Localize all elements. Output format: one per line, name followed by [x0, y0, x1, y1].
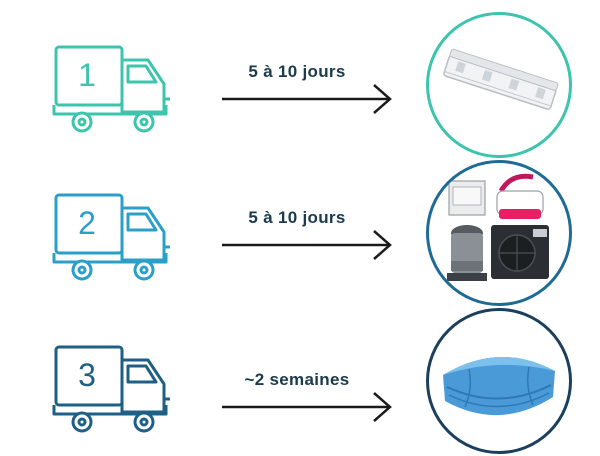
- pool-liner-icon: [443, 356, 555, 416]
- step-number: 1: [78, 56, 96, 93]
- truck-icon: 1: [48, 44, 176, 136]
- truck-icon: 2: [48, 192, 176, 284]
- arrow-right-icon: [222, 230, 392, 260]
- pool-skimmer-bracket-icon: [443, 48, 559, 110]
- arrow-right-icon: [222, 392, 392, 422]
- product-image-pool-liner: [426, 308, 572, 454]
- lead-time: 5 à 10 jours: [222, 62, 392, 122]
- lead-time: 5 à 10 jours: [222, 208, 392, 268]
- lead-time-label: 5 à 10 jours: [248, 208, 346, 227]
- delivery-step-2: 2 5 à 10 jours: [0, 158, 600, 308]
- delivery-step-1: 1 5 à 10 jours: [0, 8, 600, 158]
- pool-equipment-icon: [447, 173, 549, 281]
- delivery-step-3: 3 ~2 semaines: [0, 304, 600, 454]
- truck-icon: 3: [48, 344, 176, 436]
- step-number: 2: [78, 204, 96, 241]
- step-number: 3: [78, 356, 96, 393]
- product-image-equipment: [426, 160, 572, 306]
- lead-time-label: ~2 semaines: [244, 370, 350, 389]
- lead-time-label: 5 à 10 jours: [248, 62, 346, 81]
- lead-time: ~2 semaines: [222, 370, 392, 430]
- arrow-right-icon: [222, 84, 392, 114]
- product-image-skimmer-bracket: [426, 12, 572, 158]
